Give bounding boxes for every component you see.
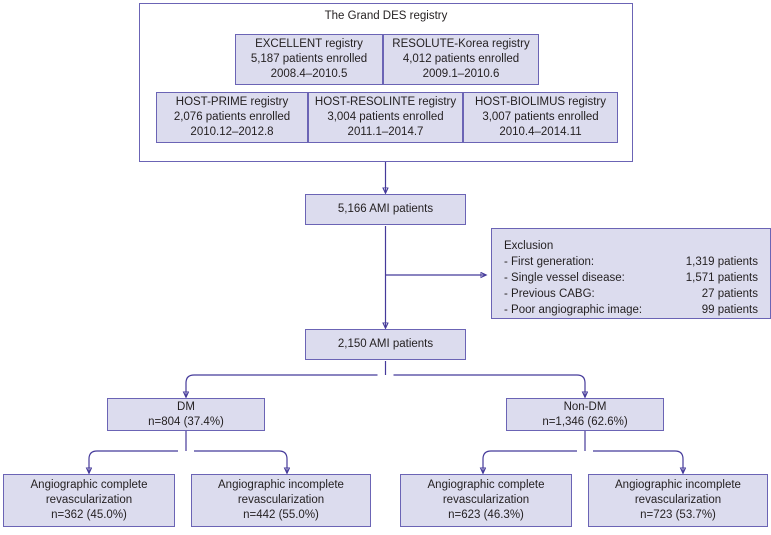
registry-name: HOST-BIOLIMUS registry: [475, 96, 606, 108]
registry-enrolled: 5,187 patients enrolled: [250, 53, 368, 65]
registry-box-excellent: EXCELLENT registry 5,187 patients enroll…: [235, 34, 383, 85]
exclusion-item-value: 27 patients: [701, 288, 758, 300]
outcome-line2: revascularization: [634, 494, 722, 506]
outcome-line2: revascularization: [237, 494, 325, 506]
cohort-final-label: 2,150 AMI patients: [337, 338, 434, 350]
outcome-line1: Angiographic incomplete: [615, 479, 741, 491]
exclusion-item: - Previous CABG: 27 patients: [504, 286, 758, 302]
exclusion-item-value: 1,571 patients: [685, 272, 758, 284]
registry-enrolled: 3,007 patients enrolled: [482, 111, 599, 123]
diagram-title: The Grand DES registry: [324, 10, 448, 22]
outcome-count: n=723 (53.7%): [640, 509, 716, 521]
registry-period: 2010.12–2012.8: [190, 126, 274, 138]
exclusion-item-value: 1,319 patients: [685, 256, 758, 268]
outcome-box-nondm-incomplete: Angiographic incomplete revascularizatio…: [588, 474, 768, 527]
exclusion-item-label: - First generation:: [504, 256, 595, 268]
registry-name: EXCELLENT registry: [255, 38, 363, 50]
exclusion-heading: Exclusion: [504, 240, 554, 252]
outcome-count: n=442 (55.0%): [243, 509, 319, 521]
outcome-line1: Angiographic complete: [427, 479, 545, 491]
registry-box-host-prime: HOST-PRIME registry 2,076 patients enrol…: [156, 92, 308, 143]
registry-name: HOST-RESOLINTE registry: [314, 96, 457, 108]
registry-period: 2011.1–2014.7: [347, 126, 424, 138]
group-name: Non-DM: [563, 400, 607, 413]
registry-box-resolute-korea: RESOLUTE-Korea registry 4,012 patients e…: [383, 34, 539, 85]
exclusion-item-value: 99 patients: [701, 304, 758, 316]
exclusion-item: - Single vessel disease: 1,571 patients: [504, 270, 758, 286]
group-count: n=1,346 (62.6%): [542, 415, 628, 428]
outcome-box-nondm-complete: Angiographic complete revascularization …: [400, 474, 572, 527]
exclusion-item-label: - Poor angiographic image:: [504, 304, 643, 316]
registry-box-host-resolinte: HOST-RESOLINTE registry 3,004 patients e…: [308, 92, 463, 143]
outcome-line2: revascularization: [45, 494, 133, 506]
cohort-initial-label: 5,166 AMI patients: [337, 203, 434, 215]
registry-name: HOST-PRIME registry: [175, 96, 289, 108]
registry-enrolled: 2,076 patients enrolled: [173, 111, 291, 123]
outcome-count: n=362 (45.0%): [51, 509, 127, 521]
registry-box-host-biolimus: HOST-BIOLIMUS registry 3,007 patients en…: [463, 92, 618, 143]
exclusion-item-label: - Previous CABG:: [504, 288, 595, 300]
group-name: DM: [177, 400, 195, 413]
outcome-box-dm-incomplete: Angiographic incomplete revascularizatio…: [191, 474, 371, 527]
outcome-line2: revascularization: [442, 494, 530, 506]
registry-period: 2008.4–2010.5: [270, 68, 348, 80]
registry-name: RESOLUTE-Korea registry: [392, 38, 530, 50]
outcome-line1: Angiographic incomplete: [218, 479, 344, 491]
registry-period: 2009.1–2010.6: [422, 68, 500, 80]
group-count: n=804 (37.4%): [148, 415, 224, 428]
exclusion-item: - Poor angiographic image: 99 patients: [504, 302, 758, 318]
registry-period: 2010.4–2014.11: [499, 126, 582, 138]
outcome-line1: Angiographic complete: [30, 479, 148, 491]
outcome-box-dm-complete: Angiographic complete revascularization …: [3, 474, 175, 527]
cohort-initial-box: 5,166 AMI patients: [305, 194, 466, 225]
outcome-count: n=623 (46.3%): [448, 509, 524, 521]
group-box-non-dm: Non-DM n=1,346 (62.6%): [506, 398, 664, 431]
exclusion-item-label: - Single vessel disease:: [504, 272, 625, 284]
registry-enrolled: 3,004 patients enrolled: [327, 111, 444, 123]
exclusion-item: - First generation: 1,319 patients: [504, 254, 758, 270]
group-box-dm: DM n=804 (37.4%): [107, 398, 265, 431]
registry-enrolled: 4,012 patients enrolled: [402, 53, 520, 65]
exclusion-box: Exclusion - First generation: 1,319 pati…: [491, 228, 771, 319]
cohort-final-box: 2,150 AMI patients: [305, 329, 466, 360]
